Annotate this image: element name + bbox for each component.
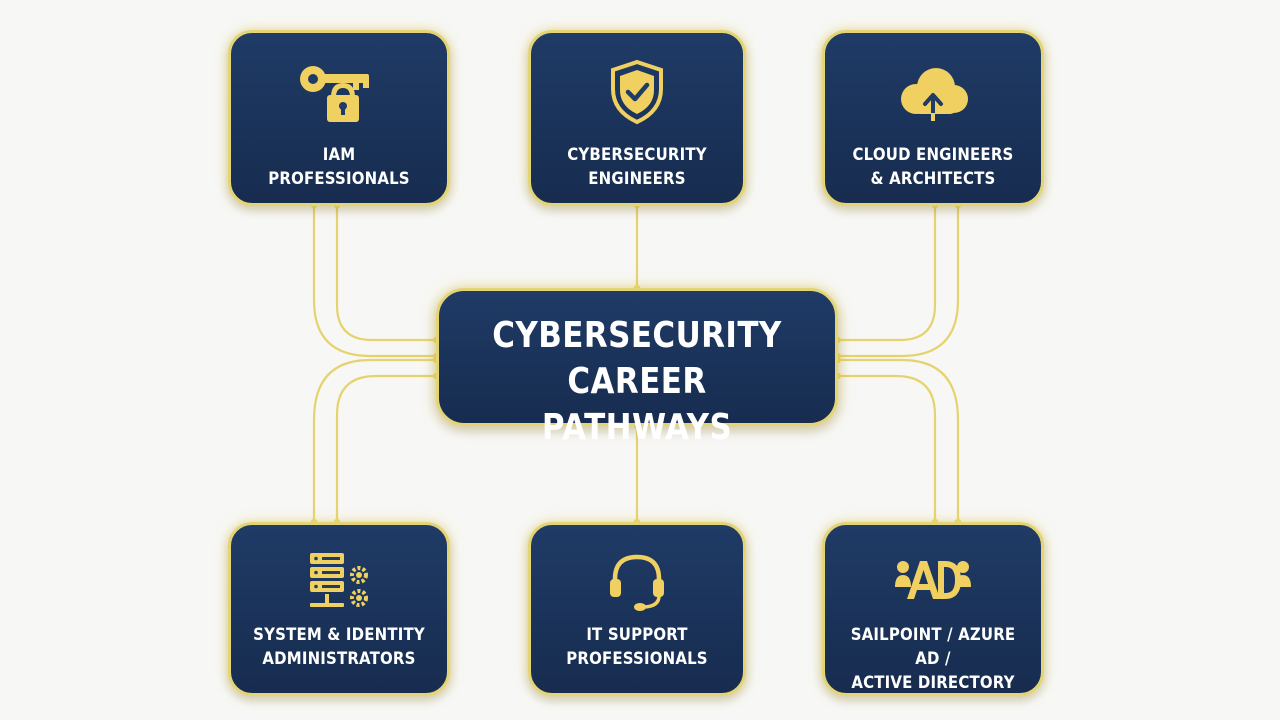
node-itsupport-label: IT SUPPORT PROFESSIONALS xyxy=(544,623,731,671)
node-cyber-eng-line1: CYBERSECURITY xyxy=(567,145,707,165)
node-sailpoint-azure-ad: SAILPOINT / AZURE AD / ACTIVE DIRECTORY xyxy=(822,522,1044,696)
connector-bottom-right-outer xyxy=(838,358,960,522)
key-lock-icon xyxy=(297,61,381,125)
connector-bottom-left-inner xyxy=(335,374,436,522)
node-cloud-line2: & ARCHITECTS xyxy=(870,169,996,189)
node-iam-label: IAM PROFESSIONALS xyxy=(244,143,434,191)
node-sailpoint-line2: ACTIVE DIRECTORY xyxy=(851,673,1015,693)
center-title-line1: CYBERSECURITY xyxy=(492,315,782,356)
connector-top-left-outer xyxy=(312,205,436,358)
node-iam-professionals: IAM PROFESSIONALS xyxy=(228,30,450,206)
node-iam-line1: IAM xyxy=(322,145,356,165)
center-title: CYBERSECURITY CAREER PATHWAYS xyxy=(467,313,808,451)
node-cybersecurity-engineers: CYBERSECURITY ENGINEERS xyxy=(528,30,746,206)
node-sailpoint-line1: SAILPOINT / AZURE AD / xyxy=(850,625,1016,669)
node-itsupport-line1: IT SUPPORT xyxy=(586,625,688,645)
connector-top-left-inner xyxy=(335,205,436,342)
node-cloud-engineers: CLOUD ENGINEERS & ARCHITECTS xyxy=(822,30,1044,206)
connector-bottom-right-inner xyxy=(838,374,937,522)
shield-check-icon xyxy=(609,59,665,125)
node-iam-line2: PROFESSIONALS xyxy=(268,169,410,189)
connector-top-right-inner xyxy=(838,205,937,342)
node-cloud-label: CLOUD ENGINEERS & ARCHITECTS xyxy=(838,143,1028,191)
node-cloud-line1: CLOUD ENGINEERS xyxy=(852,145,1014,165)
center-title-line2: CAREER PATHWAYS xyxy=(541,361,733,448)
node-sysadmin-line2: ADMINISTRATORS xyxy=(262,649,416,669)
node-cyber-eng-label: CYBERSECURITY ENGINEERS xyxy=(544,143,731,191)
node-itsupport-line2: PROFESSIONALS xyxy=(566,649,708,669)
connector-top-right-outer xyxy=(838,205,960,358)
cloud-upload-icon xyxy=(894,65,972,121)
node-sysadmin-line1: SYSTEM & IDENTITY xyxy=(253,625,425,645)
node-cyber-eng-line2: ENGINEERS xyxy=(588,169,686,189)
node-it-support: IT SUPPORT PROFESSIONALS xyxy=(528,522,746,696)
node-sysadmin-label: SYSTEM & IDENTITY ADMINISTRATORS xyxy=(244,623,434,671)
headset-icon xyxy=(607,551,667,613)
connector-bottom-left-outer xyxy=(312,358,436,522)
ad-users-icon xyxy=(893,553,973,605)
node-sailpoint-label: SAILPOINT / AZURE AD / ACTIVE DIRECTORY xyxy=(838,623,1028,695)
node-system-identity-admins: SYSTEM & IDENTITY ADMINISTRATORS xyxy=(228,522,450,696)
center-hub: CYBERSECURITY CAREER PATHWAYS xyxy=(436,288,838,448)
server-gears-icon xyxy=(304,551,374,613)
